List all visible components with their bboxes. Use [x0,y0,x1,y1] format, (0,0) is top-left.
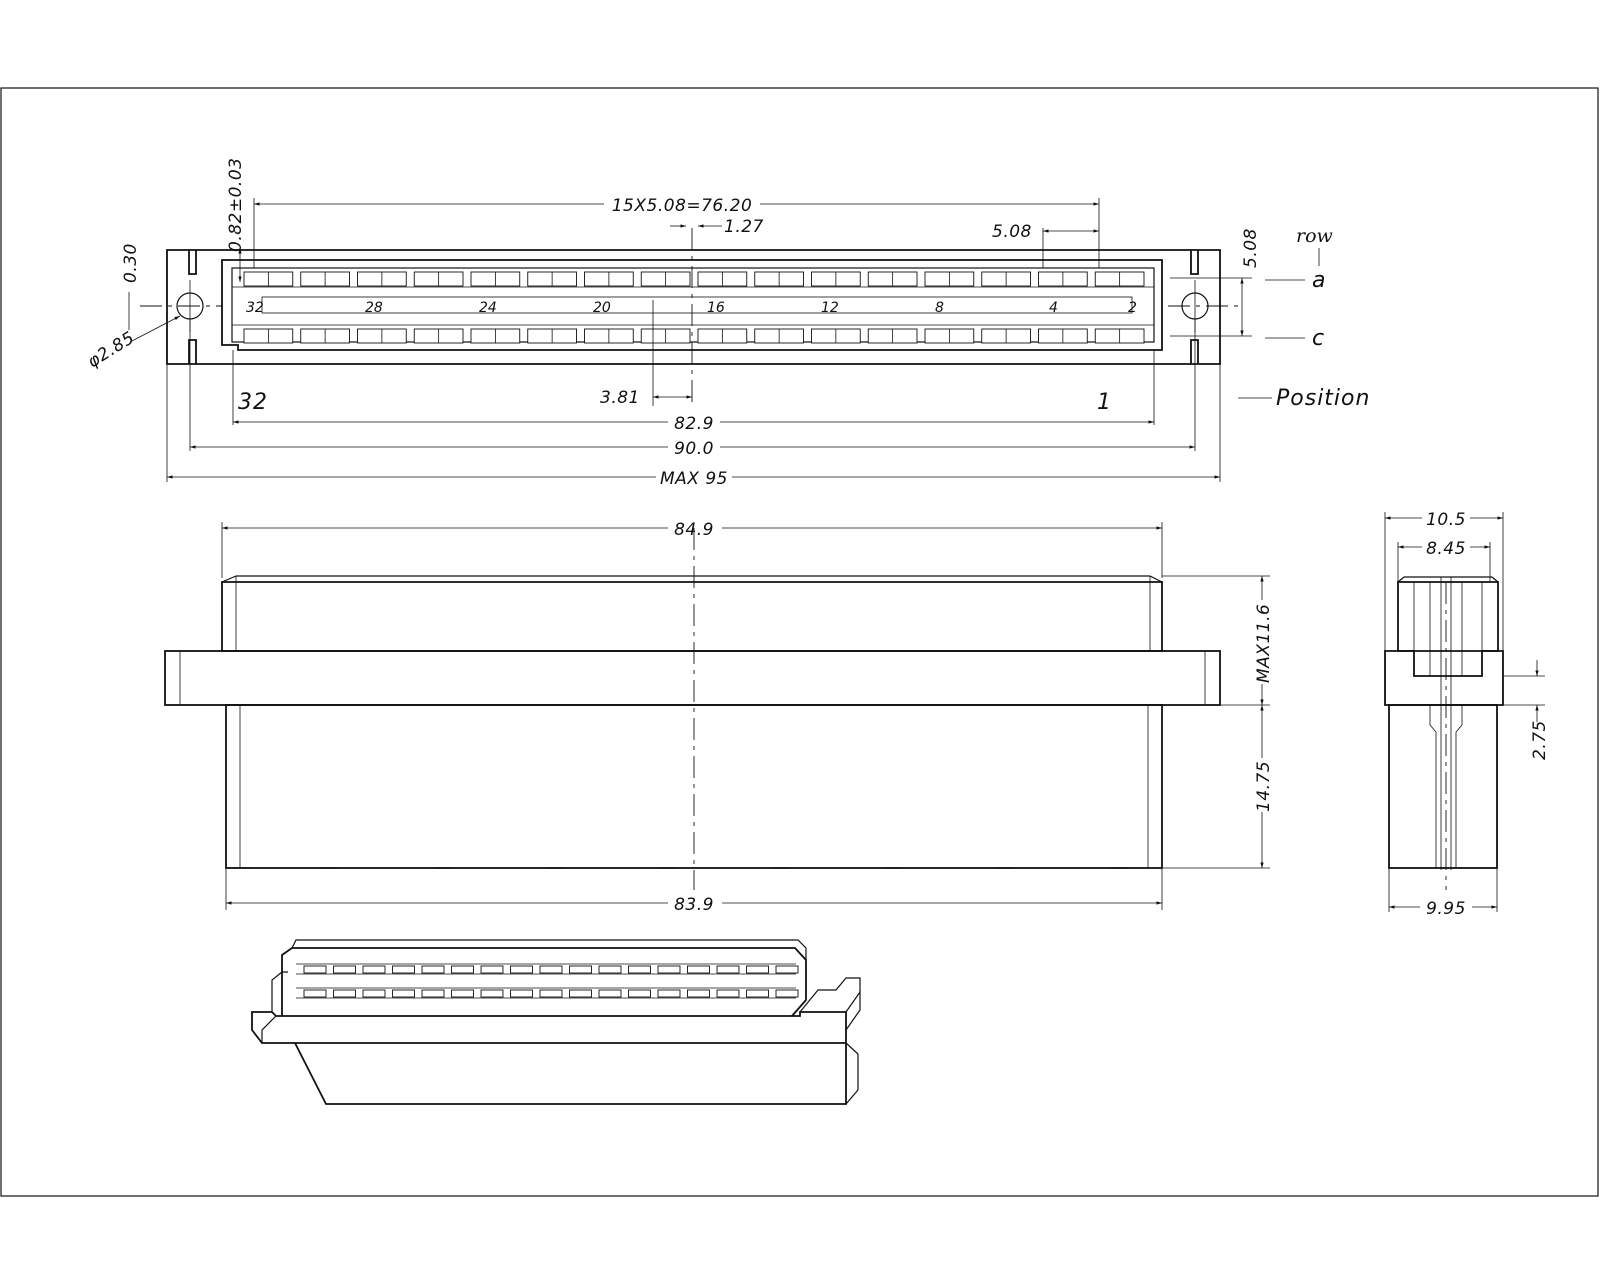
pin-number-strip [261,296,1133,314]
dim-side-inner: 8.45 [1426,539,1466,559]
front-view: 84.9 MAX11.6 14.75 83.9 [164,520,1274,915]
iso-contact-cell [539,989,563,998]
position-32-label: 32 [238,390,268,415]
pin-number-labels: 32 28 24 20 16 12 8 4 2 [246,300,1137,316]
pin-number-label: 4 [1049,300,1058,316]
iso-contact-cell [362,989,386,998]
iso-contact-cell [421,965,445,974]
iso-contact-cell [392,989,415,998]
iso-contact-cell [746,989,769,998]
dim-pitch-span: 15X5.08=76.20 [612,196,753,216]
iso-contact-cell [716,989,740,998]
iso-contact-cell [451,965,474,974]
contact-row-a [243,271,1145,287]
dim-bottom-width: 83.9 [674,895,714,915]
top-cavity [231,267,1155,343]
dim-inner-length: 82.9 [674,414,714,434]
pin-number-label: 20 [593,300,611,316]
pin-number-label: 24 [479,300,497,316]
iso-contact-cell [510,965,533,974]
iso-contact-cell [303,989,327,998]
iso-contact-cell [687,965,710,974]
iso-contact-cell [746,965,769,974]
isometric-view [251,939,861,1105]
top-flange-outline [166,249,1221,365]
iso-contact-cell [421,989,445,998]
side-upper-body [1397,581,1499,652]
dim-half-offset: 3.81 [600,388,640,408]
iso-contact-cell [657,989,681,998]
pin-number-label: 8 [935,300,944,316]
iso-contact-cell [687,989,710,998]
dim-side-outer: 10.5 [1426,510,1466,530]
dim-max-height: MAX11.6 [1254,604,1274,683]
iso-contact-cell [510,989,533,998]
position-label: Position [1276,386,1370,411]
dim-offset: 1.27 [724,217,764,237]
pin-number-label: 28 [365,300,383,316]
side-view: 10.5 8.45 2.75 9.95 [1384,510,1550,919]
iso-contact-cell [480,989,504,998]
dim-hole-diameter: φ2.85 [84,328,138,372]
iso-contact-cell [569,965,592,974]
iso-flange [251,1011,847,1044]
iso-contact-cell [716,965,740,974]
pin-number-label: 32 [246,300,264,316]
iso-contact-cell [451,989,474,998]
dim-small: 0.30 [121,243,141,283]
iso-contact-cell [539,965,563,974]
row-a-label: a [1312,268,1325,293]
iso-contact-cell [333,965,356,974]
iso-contact-cell [598,965,622,974]
iso-contact-cell [628,989,651,998]
iso-contact-cell [333,989,356,998]
iso-lower-body [294,1042,847,1105]
iso-contact-cell [628,965,651,974]
dim-body-height: 14.75 [1254,761,1274,812]
iso-contact-cell [392,965,415,974]
dim-pitch: 5.08 [992,222,1032,242]
pin-number-label: 2 [1128,300,1137,316]
pin-number-label: 16 [707,300,725,316]
front-lower-body [225,704,1163,869]
iso-contacts [303,965,799,998]
iso-contact-cell [775,989,799,998]
dim-side-base: 9.95 [1426,899,1466,919]
dim-top-width: 84.9 [674,520,714,540]
iso-contact-cell [480,965,504,974]
dim-max-length: MAX 95 [660,469,728,489]
row-title: row [1296,225,1333,247]
iso-contact-cell [362,965,386,974]
position-1-label: 1 [1097,390,1112,415]
front-flange [164,650,1221,706]
side-lower-body [1388,704,1498,869]
front-upper-body [221,581,1163,652]
top-body-outline [221,259,1163,351]
contact-row-c [243,328,1145,344]
iso-contact-cell [569,989,592,998]
iso-contact-cell [598,989,622,998]
row-c-label: c [1312,326,1324,351]
side-flange [1384,650,1504,706]
pin-number-label: 12 [821,300,839,316]
iso-contact-cell [303,965,327,974]
dim-hole-spacing: 90.0 [674,439,714,459]
dim-row-pitch: 5.08 [1241,228,1261,268]
dim-side-step: 2.75 [1530,720,1550,760]
iso-contact-cell [775,965,799,974]
drawing-frame [0,87,1599,1197]
iso-upper-body [281,947,807,1017]
dim-tolerance: 0.82±0.03 [226,158,246,252]
iso-contact-cell [657,965,681,974]
